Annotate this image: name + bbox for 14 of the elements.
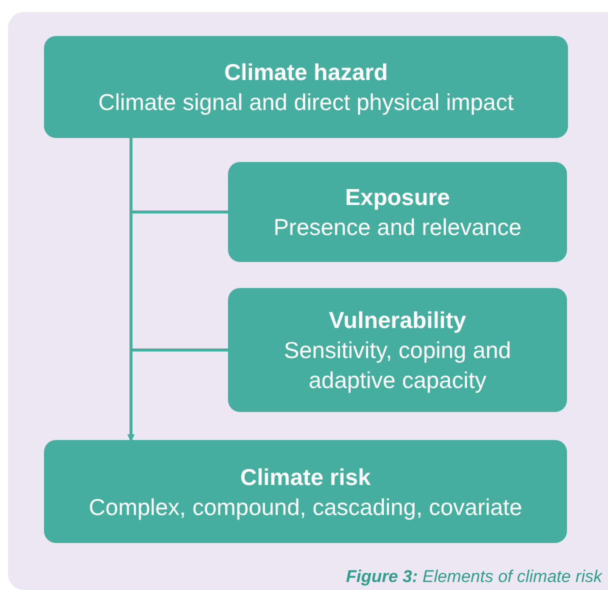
figure-caption: Figure 3: Elements of climate risk bbox=[346, 566, 602, 588]
box-heading: Vulnerability bbox=[328, 306, 466, 335]
process-box bbox=[44, 36, 568, 138]
box-text: Climate signal and direct physical impact bbox=[98, 88, 514, 117]
box-heading: Exposure bbox=[345, 183, 450, 212]
box-heading: Climate risk bbox=[240, 462, 371, 492]
process-box bbox=[228, 162, 567, 262]
box-text: Sensitivity, coping and adaptive capacity bbox=[282, 336, 512, 395]
process-box bbox=[44, 440, 567, 543]
process-box bbox=[228, 288, 567, 412]
box-heading: Climate hazard bbox=[224, 58, 388, 87]
connector-arrow bbox=[128, 348, 228, 441]
box-text: Complex, compound, cascading, covariate bbox=[88, 492, 522, 522]
box-text: Presence and relevance bbox=[273, 213, 522, 242]
